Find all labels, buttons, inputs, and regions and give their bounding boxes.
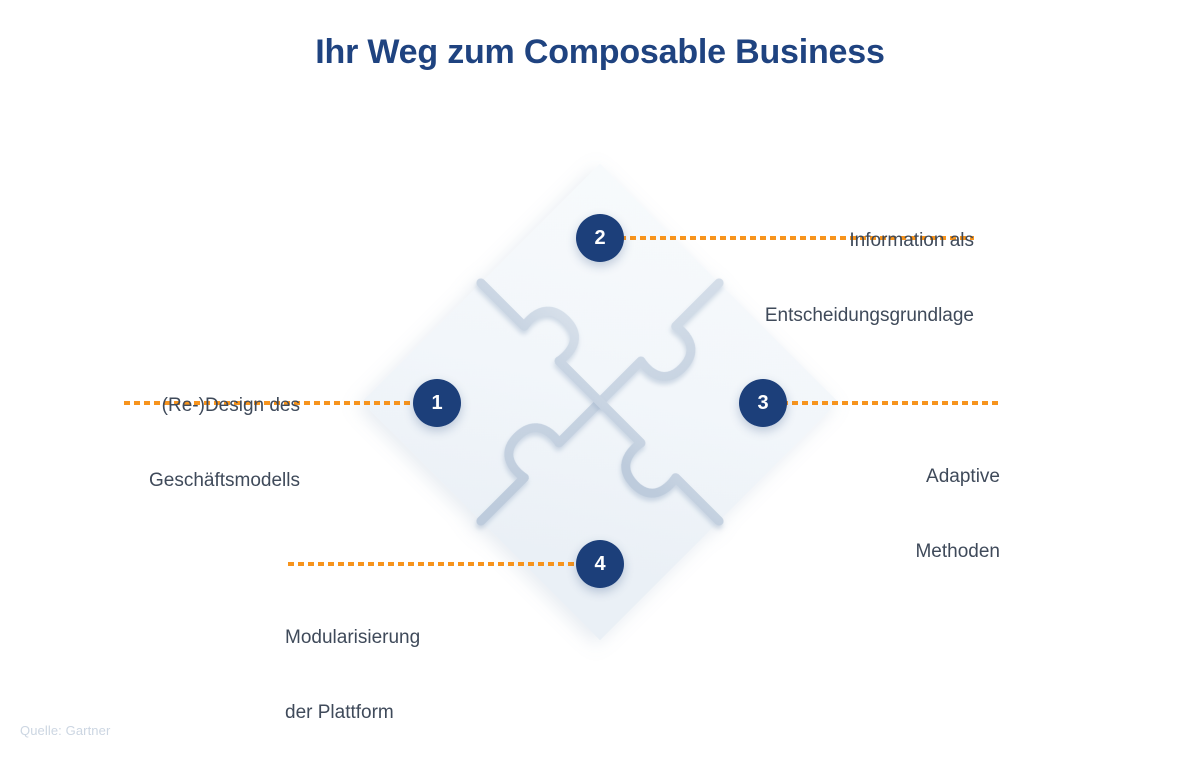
puzzle-group xyxy=(361,163,839,641)
puzzle-diamond-diagram: 1 2 3 4 (Re-)Design des Geschäftsmodells… xyxy=(124,163,1000,723)
puzzle-diamond-graphic xyxy=(361,163,839,641)
puzzle-cut-horizontal xyxy=(476,278,724,526)
step-marker-4-number: 4 xyxy=(594,553,606,575)
step-label-1: (Re-)Design des Geschäftsmodells xyxy=(149,343,300,543)
step-marker-3[interactable]: 3 xyxy=(739,379,787,427)
step-marker-3-number: 3 xyxy=(757,392,769,414)
step-label-4-line1: Modularisierung xyxy=(285,627,421,648)
connector-line-2 xyxy=(620,236,974,240)
connector-line-1 xyxy=(124,401,428,405)
step-marker-2-number: 2 xyxy=(594,227,606,249)
step-label-2-line2: Entscheidungsgrundlage xyxy=(764,305,974,326)
connector-line-4 xyxy=(288,562,583,566)
step-marker-4[interactable]: 4 xyxy=(576,540,624,588)
step-marker-2[interactable]: 2 xyxy=(576,214,624,262)
connector-line-3 xyxy=(782,401,1000,405)
step-label-2: Information als Entscheidungsgrundlage xyxy=(765,178,974,378)
step-label-3-line1: Adaptive xyxy=(926,466,1000,487)
step-label-2-line1: Information als xyxy=(849,230,974,251)
step-marker-1-number: 1 xyxy=(431,392,443,414)
source-note: Quelle: Gartner xyxy=(20,723,111,738)
step-label-4-line2: der Plattform xyxy=(285,702,394,723)
page-title: Ihr Weg zum Composable Business xyxy=(315,33,885,71)
step-label-3-line2: Methoden xyxy=(915,541,1000,562)
step-marker-1[interactable]: 1 xyxy=(413,379,461,427)
step-label-4: Modularisierung der Plattform xyxy=(285,575,420,775)
step-label-3: Adaptive Methoden xyxy=(915,414,1000,614)
step-label-1-line2: Geschäftsmodells xyxy=(148,470,300,491)
step-label-1-line1: (Re-)Design des xyxy=(161,395,300,416)
